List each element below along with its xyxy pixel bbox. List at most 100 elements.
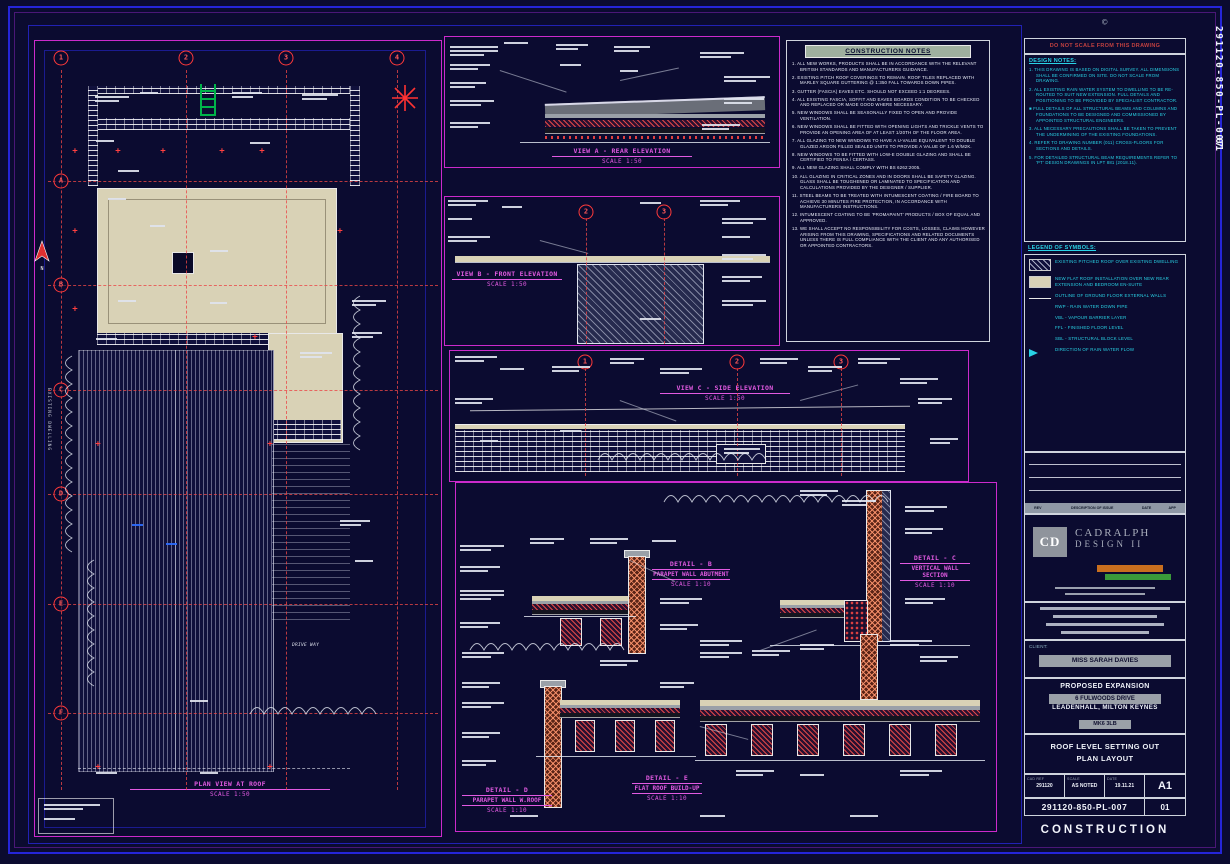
project-line2: 6 FULWOODS DRIVE [1049, 694, 1161, 704]
legend-text: NEW FLAT ROOF INSTALLATION OVER NEW REAR… [1055, 276, 1170, 287]
revision-row-line [1029, 464, 1181, 465]
info-value: AS NOTED [1071, 783, 1098, 789]
note-line: 10. ALL GLAZING IN CRITICAL ZONES AND IN… [792, 173, 976, 190]
north-label: N [40, 266, 44, 272]
logo-panel: CD CADRALPH DESIGN II [1024, 514, 1186, 602]
roof-edge-band [455, 256, 770, 262]
viewport-details[interactable] [455, 482, 997, 832]
note-box [716, 444, 766, 464]
insulation-strip [882, 490, 891, 642]
vertical-drawing-number: 291120-850-PL-007 [1213, 26, 1224, 149]
info-header: CAD REF [1027, 777, 1045, 781]
driveway-label: DRIVE WAY [292, 643, 320, 648]
logo-accent-green [1105, 574, 1171, 580]
legend-item: NEW FLAT ROOF INSTALLATION OVER NEW REAR… [1029, 276, 1181, 288]
wall-hatch [88, 118, 360, 130]
roof-membrane [700, 700, 980, 706]
ceiling-line [536, 756, 696, 757]
detail-e-label: DETAIL - E FLAT ROOF BUILD-UP SCALE 1:10 [632, 774, 702, 802]
drawing-title-panel: ROOF LEVEL SETTING OUT PLAN LAYOUT [1024, 734, 1186, 774]
revision-table-header: REV DESCRIPTION OF ISSUE DATE APP [1025, 503, 1185, 513]
detail-c-title: DETAIL - C [900, 554, 970, 564]
boundary-line [78, 768, 350, 769]
legend-swatch-beige [1029, 276, 1051, 288]
detail-c-label: DETAIL - C VERTICAL WALL SECTION SCALE 1… [900, 554, 970, 589]
legend-text: RWP - RAIN WATER DOWN PIPE [1055, 304, 1128, 309]
detail-d-title: DETAIL - D [462, 786, 552, 796]
roof-membrane [780, 600, 868, 605]
legend-item: EXISTING PITCHED ROOF OVER EXISTING DWEL… [1029, 259, 1181, 271]
note-line: 1. THIS DRAWING IS BASED ON DIGITAL SURV… [1029, 67, 1180, 84]
existing-pitched-roof-hatch [78, 350, 274, 772]
roof-membrane [560, 700, 680, 705]
wall-hatch [350, 86, 360, 186]
joist-section [560, 618, 582, 646]
project-line1: PROPOSED EXPANSION [1060, 683, 1150, 690]
legend-item: SBL - STRUCTURAL BLOCK LEVEL [1029, 336, 1181, 342]
company-name-line1: CADRALPH [1075, 527, 1151, 539]
revision-row-line [1029, 490, 1181, 491]
datum-line [520, 142, 770, 143]
legend-text: OUTLINE OF GROUND FLOOR EXTERNAL WALLS [1055, 293, 1167, 298]
rev-col-header: DESCRIPTION OF ISSUE [1071, 506, 1114, 510]
north-arrow: N [32, 240, 52, 272]
roof-edge-band [455, 424, 905, 429]
joist-section [655, 720, 675, 752]
construction-notes-panel: CONSTRUCTION NOTES 1. ALL NEW WORKS, PRO… [786, 40, 990, 342]
company-name-line2: DESIGN II [1075, 539, 1144, 549]
legend-item: RWP - RAIN WATER DOWN PIPE [1029, 304, 1181, 310]
legend-list: EXISTING PITCHED ROOF OVER EXISTING DWEL… [1029, 259, 1181, 357]
insulation-layer [532, 604, 628, 610]
adjacent-roof-hatch [272, 443, 350, 620]
note-line: 4. REFER TO DRAWING NUMBER (011) CROSS-F… [1029, 140, 1164, 151]
detail-e-title: DETAIL - E [632, 774, 702, 784]
viewport-view-b[interactable] [444, 196, 780, 346]
insulation-layer [545, 120, 765, 127]
parapet-wall-section [544, 686, 562, 808]
wall-section [866, 490, 884, 642]
joist-section [843, 724, 865, 756]
parapet-wall-section [628, 556, 646, 654]
wall-hatch [88, 86, 98, 186]
note-line: 2. EXISTING PITCH ROOF COVERINGS TO REMA… [792, 74, 975, 86]
plan-inner-frame [44, 50, 426, 828]
drawing-area-frame [28, 25, 1022, 844]
joist-section [935, 724, 957, 756]
legend-item: DIRECTION OF RAIN WATER FLOW [1029, 347, 1181, 357]
deck-layer [545, 114, 765, 118]
rev-col-header: REV [1034, 506, 1042, 510]
note-line: 6. NEW WINDOWS SHALL BE FITTED WITH OPEN… [792, 124, 984, 135]
note-line: 7. ALL GLAZING TO NEW WINDOWS TO HAVE A … [792, 137, 976, 149]
note-line: 12. INTUMESCENT COATING TO BE 'PROMAPAIN… [792, 212, 981, 223]
legend-item: FFL - FINISHED FLOOR LEVEL [1029, 325, 1181, 331]
viewport-view-c[interactable] [449, 350, 969, 482]
note-line: 3. ALL NECESSARY PRECAUTIONS SHALL BE TA… [1029, 126, 1177, 137]
key-box [38, 798, 114, 834]
drawing-number: 291120-850-PL-007 [1025, 799, 1145, 815]
title-block: DO NOT SCALE FROM THIS DRAWING DESIGN NO… [1024, 30, 1186, 842]
joist-section [615, 720, 635, 752]
legend-header: LEGEND OF SYMBOLS: [1028, 245, 1097, 251]
sheet-outer-border [8, 6, 1222, 854]
address-line [1053, 615, 1157, 618]
view-a-title: VIEW A - REAR ELEVATION [552, 147, 692, 157]
view-b-title: VIEW B - FRONT ELEVATION [452, 270, 562, 280]
info-cell-cadref: CAD REF 291120 [1025, 775, 1065, 797]
detail-e-scale: SCALE 1:10 [646, 795, 688, 802]
viewport-plan[interactable] [34, 40, 442, 837]
deck-layer [780, 605, 868, 608]
view-c-title: VIEW C - SIDE ELEVATION [660, 384, 790, 394]
plan-scale-text: SCALE 1:50 [209, 791, 251, 798]
revision-number: 01 [1160, 802, 1170, 812]
rooflight [172, 252, 194, 274]
ceiling-line [695, 760, 985, 761]
info-cell-scale: SCALE AS NOTED [1065, 775, 1105, 797]
revision-row-line [1029, 477, 1181, 478]
note-line: 8. NEW WINDOWS TO BE FITTED WITH LOW-E D… [792, 151, 971, 163]
sheet-inner-border [14, 12, 1216, 848]
address-line [1040, 607, 1170, 610]
note-line: 11. STEEL BEAMS TO BE TREATED WITH INTUM… [792, 192, 979, 210]
detail-c-scale: SCALE 1:10 [914, 582, 956, 589]
viewport-view-a[interactable] [444, 36, 780, 168]
no-scale-text: DO NOT SCALE FROM THIS DRAWING [1049, 43, 1161, 49]
